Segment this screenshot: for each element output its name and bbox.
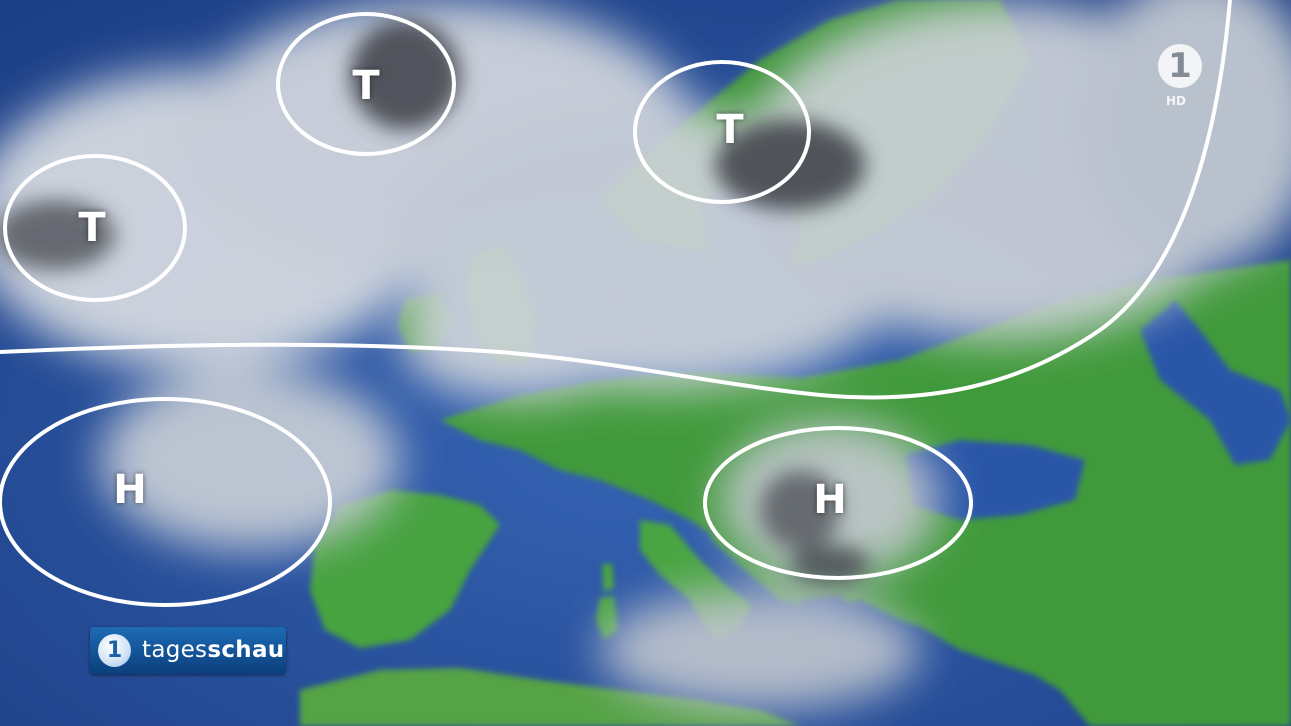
corsica xyxy=(602,563,614,592)
dark-core-west xyxy=(0,200,115,270)
brand-logo-glyph: 1 xyxy=(106,638,123,663)
pressure-label-low-west: T xyxy=(78,205,106,251)
low-pressure-boundary xyxy=(0,0,1230,397)
brand-prefix: tages xyxy=(142,637,208,663)
north-africa xyxy=(300,668,800,726)
logo-glyph: 1 xyxy=(1168,46,1192,86)
dark-core-balkans xyxy=(760,470,840,550)
caspian-sea xyxy=(1140,300,1291,465)
anatolia xyxy=(890,550,1291,726)
brand-wordmark: tagesschau xyxy=(142,637,284,663)
tagesschau-badge: 1 tagesschau xyxy=(90,627,286,674)
ard-one-icon xyxy=(1158,44,1202,88)
low-marker-north xyxy=(276,12,456,156)
dark-core-scandinavia xyxy=(715,120,865,210)
pressure-label-low-scandinavia: T xyxy=(716,107,744,153)
iberia xyxy=(310,490,500,648)
channel-logo: 1 HD xyxy=(1152,44,1212,114)
cloud-atlantic-south xyxy=(100,370,400,550)
hd-label: HD xyxy=(1166,94,1187,108)
brand-suffix: schau xyxy=(207,637,285,663)
high-marker-balkans xyxy=(703,426,973,580)
cloud-band-east-edge xyxy=(1080,0,1291,270)
pressure-label-high-atlantic: H xyxy=(113,467,147,513)
high-marker-atlantic xyxy=(0,397,332,607)
dark-cloud-cores xyxy=(0,20,870,585)
dark-core-north xyxy=(350,20,460,130)
cloud-med xyxy=(600,590,920,710)
pressure-label-high-balkans: H xyxy=(813,477,847,523)
pressure-markers xyxy=(0,12,973,607)
low-marker-west xyxy=(3,154,187,302)
low-marker-scandinavia xyxy=(633,60,811,204)
pressure-label-low-north: T xyxy=(352,63,380,109)
tagesschau-logo-icon xyxy=(98,634,131,667)
cloud-north-sea xyxy=(400,280,640,400)
